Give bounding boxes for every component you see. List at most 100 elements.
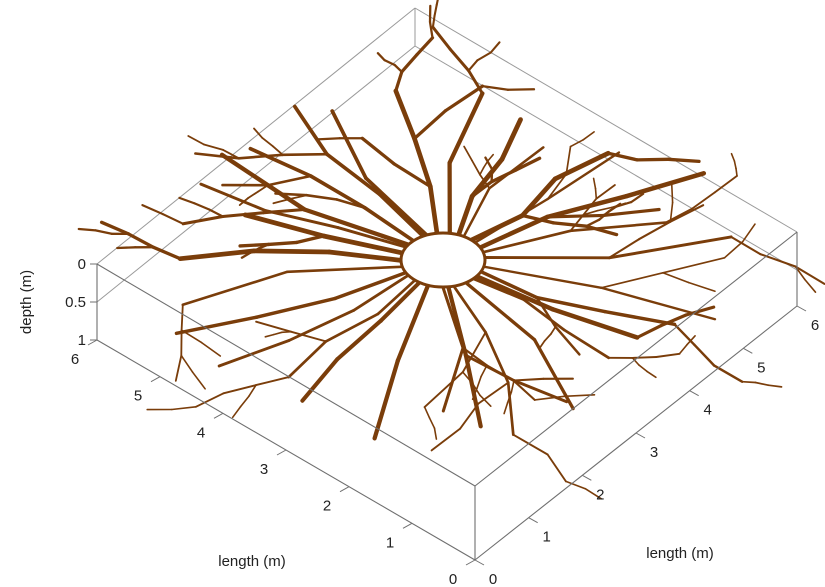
root-segment bbox=[673, 323, 696, 347]
root-segment bbox=[713, 174, 738, 194]
root-segment bbox=[217, 339, 291, 368]
root-segment bbox=[463, 353, 483, 429]
root-segment bbox=[472, 273, 556, 312]
root-segment bbox=[274, 192, 308, 197]
root-segment bbox=[393, 88, 417, 141]
x-tick-label: 0 bbox=[489, 571, 497, 587]
z-tick-label: 0.5 bbox=[65, 294, 86, 311]
root-segment bbox=[666, 157, 701, 164]
root-segment bbox=[691, 191, 716, 210]
root-segment bbox=[219, 152, 307, 212]
root-segment bbox=[286, 265, 406, 274]
y-tick-mark bbox=[150, 376, 161, 383]
root-segment bbox=[637, 220, 672, 241]
root-segment bbox=[141, 204, 165, 216]
root-segment bbox=[635, 324, 663, 340]
y-tick-mark bbox=[402, 522, 413, 529]
root-segment bbox=[326, 249, 406, 263]
root-segment bbox=[469, 156, 505, 199]
root-segment bbox=[669, 201, 674, 223]
root-segment bbox=[412, 136, 433, 189]
root-segment bbox=[472, 197, 549, 245]
root-segment bbox=[238, 197, 250, 207]
root-segment bbox=[433, 3, 438, 18]
x-tick-mark bbox=[796, 305, 807, 312]
root-segment bbox=[266, 174, 312, 187]
root-segment bbox=[272, 331, 283, 336]
root-segment bbox=[664, 207, 693, 224]
root-segment bbox=[240, 251, 252, 259]
root-segment bbox=[655, 352, 681, 358]
root-segment bbox=[489, 41, 501, 54]
y-axis-label: length (m) bbox=[218, 553, 286, 570]
root-segment bbox=[546, 173, 568, 200]
root-segment bbox=[292, 104, 329, 157]
root-segment bbox=[479, 394, 492, 408]
y-tick-mark bbox=[465, 559, 476, 566]
root-segment bbox=[467, 59, 479, 72]
root-segment bbox=[552, 150, 611, 182]
root-segment bbox=[77, 227, 97, 232]
x-tick-label: 3 bbox=[650, 444, 658, 461]
x-tick-mark bbox=[474, 559, 485, 566]
root-segment bbox=[741, 380, 757, 384]
root-segment bbox=[448, 47, 471, 73]
root-segment bbox=[251, 248, 332, 255]
root-segment bbox=[440, 283, 465, 350]
root-segment bbox=[730, 235, 762, 256]
root-segment bbox=[264, 333, 275, 338]
root-segment bbox=[512, 379, 569, 404]
root-segment bbox=[187, 135, 205, 146]
root-segment bbox=[281, 152, 329, 157]
root-segment bbox=[193, 202, 211, 211]
root-segment bbox=[480, 364, 488, 378]
root-segment bbox=[506, 391, 513, 404]
root-segment bbox=[611, 202, 627, 209]
root-segment bbox=[608, 238, 641, 259]
root-segment bbox=[562, 328, 611, 360]
root-segment bbox=[221, 211, 266, 219]
root-segment bbox=[194, 152, 241, 160]
root-segment bbox=[181, 270, 289, 307]
root-segment bbox=[569, 139, 585, 148]
root-segment bbox=[741, 223, 756, 243]
root-segment bbox=[174, 354, 183, 382]
root-segment bbox=[462, 279, 537, 342]
root-segment bbox=[733, 160, 737, 170]
root-segment bbox=[512, 377, 545, 382]
root-segment bbox=[659, 313, 688, 328]
root-segment bbox=[646, 370, 657, 379]
root-segment bbox=[522, 298, 566, 332]
root-segment bbox=[316, 137, 341, 141]
root-segment bbox=[363, 205, 418, 244]
root-segment bbox=[447, 91, 485, 166]
y-tick-label: 1 bbox=[386, 534, 394, 551]
root-segment bbox=[200, 341, 222, 357]
x-tick-label: 2 bbox=[596, 486, 604, 503]
box-back-edges bbox=[96, 7, 798, 303]
root-segment bbox=[308, 174, 367, 210]
y-tick-label: 0 bbox=[449, 571, 457, 587]
root-segment bbox=[364, 176, 431, 239]
y-tick-mark bbox=[339, 486, 350, 493]
root-segment bbox=[177, 248, 257, 262]
root-segment bbox=[484, 156, 494, 171]
root-segment bbox=[638, 364, 648, 373]
root-segment bbox=[545, 193, 629, 220]
root-segment bbox=[730, 152, 736, 162]
y-tick-label: 3 bbox=[260, 461, 268, 478]
root-segment bbox=[596, 206, 613, 212]
root-segment bbox=[171, 405, 197, 411]
root-segment bbox=[482, 160, 489, 169]
root-segment bbox=[532, 338, 575, 411]
root-segment bbox=[428, 416, 436, 430]
root-segment bbox=[635, 157, 670, 162]
root-segment bbox=[248, 384, 257, 397]
root-segment bbox=[535, 295, 608, 314]
root-segment bbox=[479, 173, 491, 190]
root-segment bbox=[266, 240, 299, 247]
root-segment bbox=[602, 207, 661, 217]
x-tick-mark bbox=[743, 347, 753, 354]
root-segment bbox=[255, 376, 290, 387]
root-segment bbox=[767, 384, 783, 388]
